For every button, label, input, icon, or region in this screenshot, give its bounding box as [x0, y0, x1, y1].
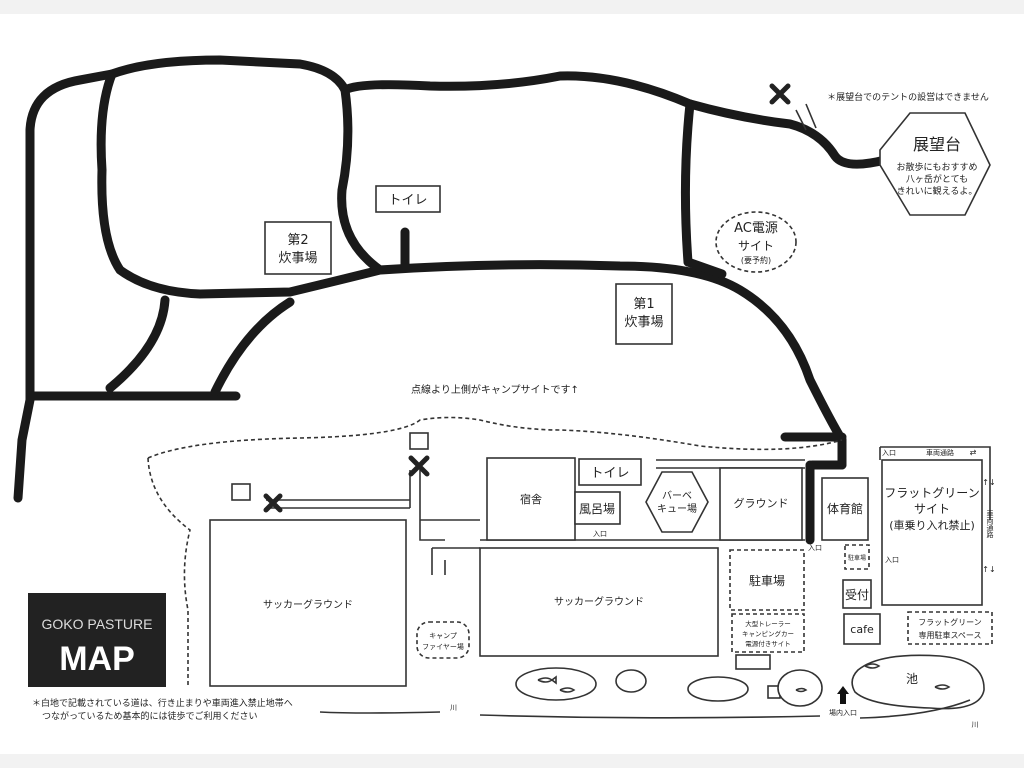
camp-boundary-note: 点線より上側がキャンプサイトです↑	[411, 383, 579, 396]
campfire-label2: ファイヤー場	[422, 642, 464, 651]
campfire-label: キャンプ	[429, 632, 457, 640]
ponds: 池	[515, 654, 985, 710]
pond-label: 池	[906, 672, 918, 686]
ground	[719, 467, 803, 541]
dormitory	[486, 457, 576, 541]
main-roads	[13, 55, 890, 545]
dormitory-label: 宿舎	[520, 492, 542, 506]
observatory-desc: お散歩にもおすすめ	[896, 161, 977, 173]
kitchen-2-label: 第2	[287, 233, 308, 248]
trailer-label3: 電源付きサイト	[745, 639, 791, 648]
toilet	[578, 458, 642, 486]
flat-green-label3: (車乗り入れ禁止)	[889, 518, 975, 532]
river-label: 川	[972, 721, 979, 729]
bbq-area	[645, 471, 709, 533]
parking-label: 駐車場	[749, 573, 785, 588]
ac-label: AC電源	[734, 221, 778, 236]
logo: GOKO PASTURE MAP	[28, 593, 166, 687]
observatory-note: ＊展望台でのテントの設営はできません	[827, 91, 989, 103]
ac-power-site	[715, 211, 797, 273]
reception-label: 受付	[845, 588, 869, 602]
entrance-label: 入口	[885, 556, 899, 564]
parking	[729, 549, 805, 611]
kitchen-1-label: 第1	[633, 297, 654, 312]
two-way-arrow-icon: ↑↓	[982, 565, 995, 574]
ac-label3: (要予約)	[741, 255, 771, 265]
entrance-label: 入口	[882, 449, 896, 457]
fg-parking-label2: 専用駐車スペース	[918, 630, 981, 640]
parking-small	[844, 544, 870, 570]
campfire-area	[416, 621, 470, 659]
kitchen-1-label2: 炊事場	[624, 315, 663, 330]
logo-line2: MAP	[59, 640, 135, 678]
trailer-label: 大型トレーラー	[745, 619, 791, 628]
bath-label: 風呂場	[579, 502, 615, 516]
fg-parking-label: フラットグリーン	[918, 617, 982, 627]
entrance-arrow-icon	[837, 686, 849, 704]
bbq-label2: キュー場	[657, 502, 697, 515]
river-label: 川	[450, 704, 457, 712]
closed-x-marks	[263, 83, 791, 513]
two-way-arrow-icon: ↑↓	[982, 478, 995, 487]
soccer-left-label: サッカーグラウンド	[263, 598, 353, 611]
footer-note2: つながっているため基本的には徒歩でご利用ください	[42, 710, 258, 722]
flat-green-parking	[907, 611, 993, 645]
ground-label: グラウンド	[734, 496, 789, 510]
cafe-label: cafe	[850, 623, 874, 636]
two-way-arrow-icon: ⇄	[970, 448, 977, 457]
vehicle-road-label: 車両通路	[986, 509, 994, 539]
trailer-label2: キャンピングカー	[742, 629, 794, 638]
observatory	[879, 112, 991, 216]
bath	[574, 491, 621, 525]
observatory-label: 展望台	[913, 135, 961, 154]
observatory-desc: 八ヶ岳がとても	[906, 173, 968, 185]
kitchen-2	[264, 221, 332, 275]
kitchen-2-label2: 炊事場	[278, 251, 317, 266]
soccer-center-label: サッカーグラウンド	[554, 595, 644, 608]
gym-label: 体育館	[827, 501, 863, 516]
kitchen-1	[615, 283, 673, 345]
vehicle-road-label: 車両通路	[926, 448, 954, 457]
soccer-ground-left	[209, 519, 407, 687]
cafe	[843, 613, 881, 645]
gym	[821, 477, 869, 541]
map-canvas: トイレ 第2 炊事場 第1 炊事場 AC電源 サイト (要予約) 展望台 お散歩…	[13, 55, 996, 729]
trailer-site	[731, 613, 805, 653]
ac-label2: サイト	[738, 239, 774, 253]
flat-green-label: フラットグリーン	[884, 486, 979, 500]
bbq-label: バーベ	[662, 490, 692, 502]
soccer-ground-center	[479, 547, 719, 657]
reception	[842, 579, 872, 609]
footer-note: ＊白地で記載されている道は、行き止まりや車両進入禁止地帯へ	[32, 697, 293, 709]
flat-green-label2: サイト	[914, 502, 950, 516]
parking-small-label: 駐車場	[848, 554, 866, 562]
main-entrance-label: 場内入口	[829, 708, 857, 717]
logo-line1: GOKO PASTURE	[42, 616, 153, 632]
map-sheet: トイレ 第2 炊事場 第1 炊事場 AC電源 サイト (要予約) 展望台 お散歩…	[0, 14, 1024, 754]
entrance-label: 入口	[808, 544, 822, 552]
entrance-label: 入口	[593, 530, 607, 538]
toilet-top-label: トイレ	[388, 193, 427, 208]
flat-green-site	[881, 459, 983, 606]
toilet-label: トイレ	[590, 466, 629, 481]
toilet-top	[375, 185, 441, 213]
observatory-desc: きれいに観えるよ。	[897, 185, 978, 197]
